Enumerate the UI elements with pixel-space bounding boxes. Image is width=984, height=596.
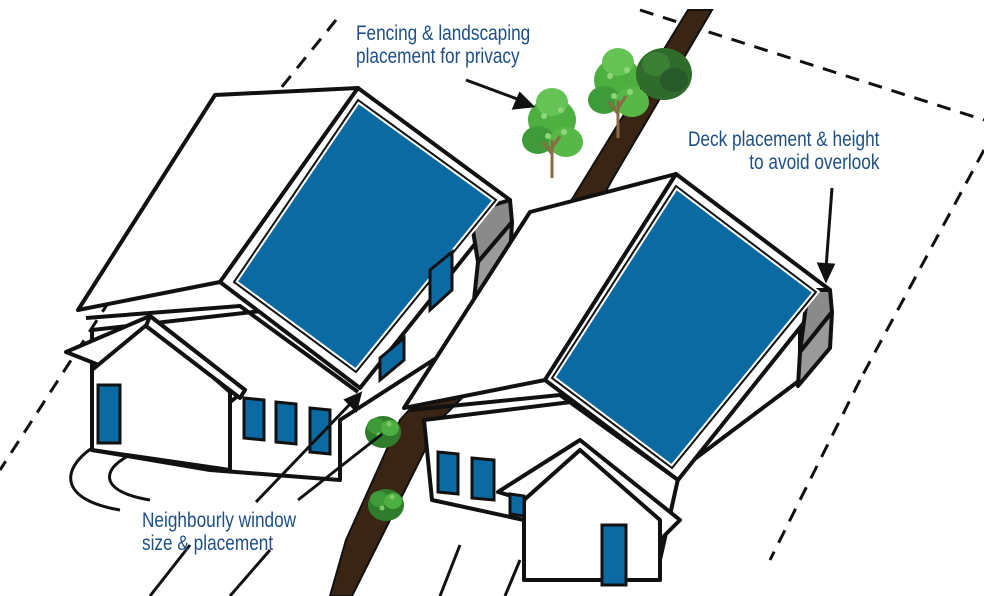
callout-window-line1: Neighbourly window <box>142 509 297 532</box>
right-house-door <box>600 523 628 587</box>
callout-deck-line1: Deck placement & height <box>688 128 880 151</box>
left-house-door <box>96 383 122 445</box>
callout-fencing-line2: placement for privacy <box>356 45 520 68</box>
callout-neighbourly-window: Neighbourly window size & placement <box>142 509 296 555</box>
callout-deck-line2: to avoid overlook <box>749 151 880 174</box>
callout-deck-placement: Deck placement & height to avoid overloo… <box>688 128 879 174</box>
callout-fencing-line1: Fencing & landscaping <box>356 22 531 45</box>
callout-fencing-landscaping: Fencing & landscaping placement for priv… <box>356 22 530 68</box>
right-house-windows <box>436 450 526 518</box>
tree-icon <box>520 46 692 180</box>
driveway-lines <box>69 446 522 596</box>
callout-window-line2: size & placement <box>142 532 274 555</box>
arrow-icon <box>254 78 836 504</box>
